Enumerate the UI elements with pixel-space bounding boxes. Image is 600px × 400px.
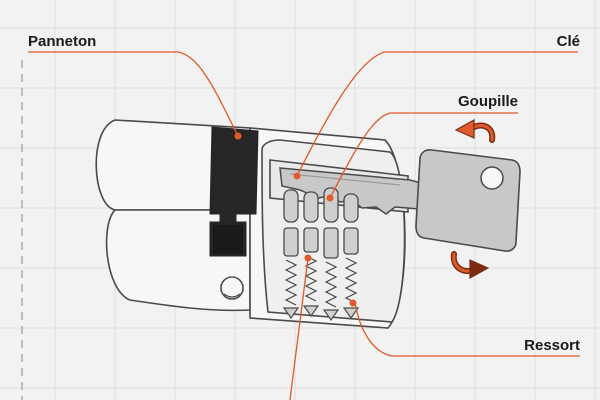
driver-pins <box>283 187 359 223</box>
callout-dots <box>234 132 357 307</box>
cam-slot <box>213 225 243 254</box>
label-cle: Clé <box>556 33 580 50</box>
key-head <box>415 149 521 252</box>
rotate-clockwise-arrow-icon <box>454 118 496 143</box>
callout-lines <box>28 51 580 400</box>
label-goupille: Goupille <box>458 93 518 110</box>
screw-hole <box>220 276 244 300</box>
label-panneton: Panneton <box>28 33 97 50</box>
label-ressort: Ressort <box>524 337 580 354</box>
key-pins <box>283 227 359 259</box>
key-hole <box>480 166 504 190</box>
springs <box>284 255 358 308</box>
rotate-counterclockwise-arrow-icon <box>450 251 490 280</box>
cam-panneton <box>209 126 259 257</box>
spring-tips <box>282 305 360 322</box>
